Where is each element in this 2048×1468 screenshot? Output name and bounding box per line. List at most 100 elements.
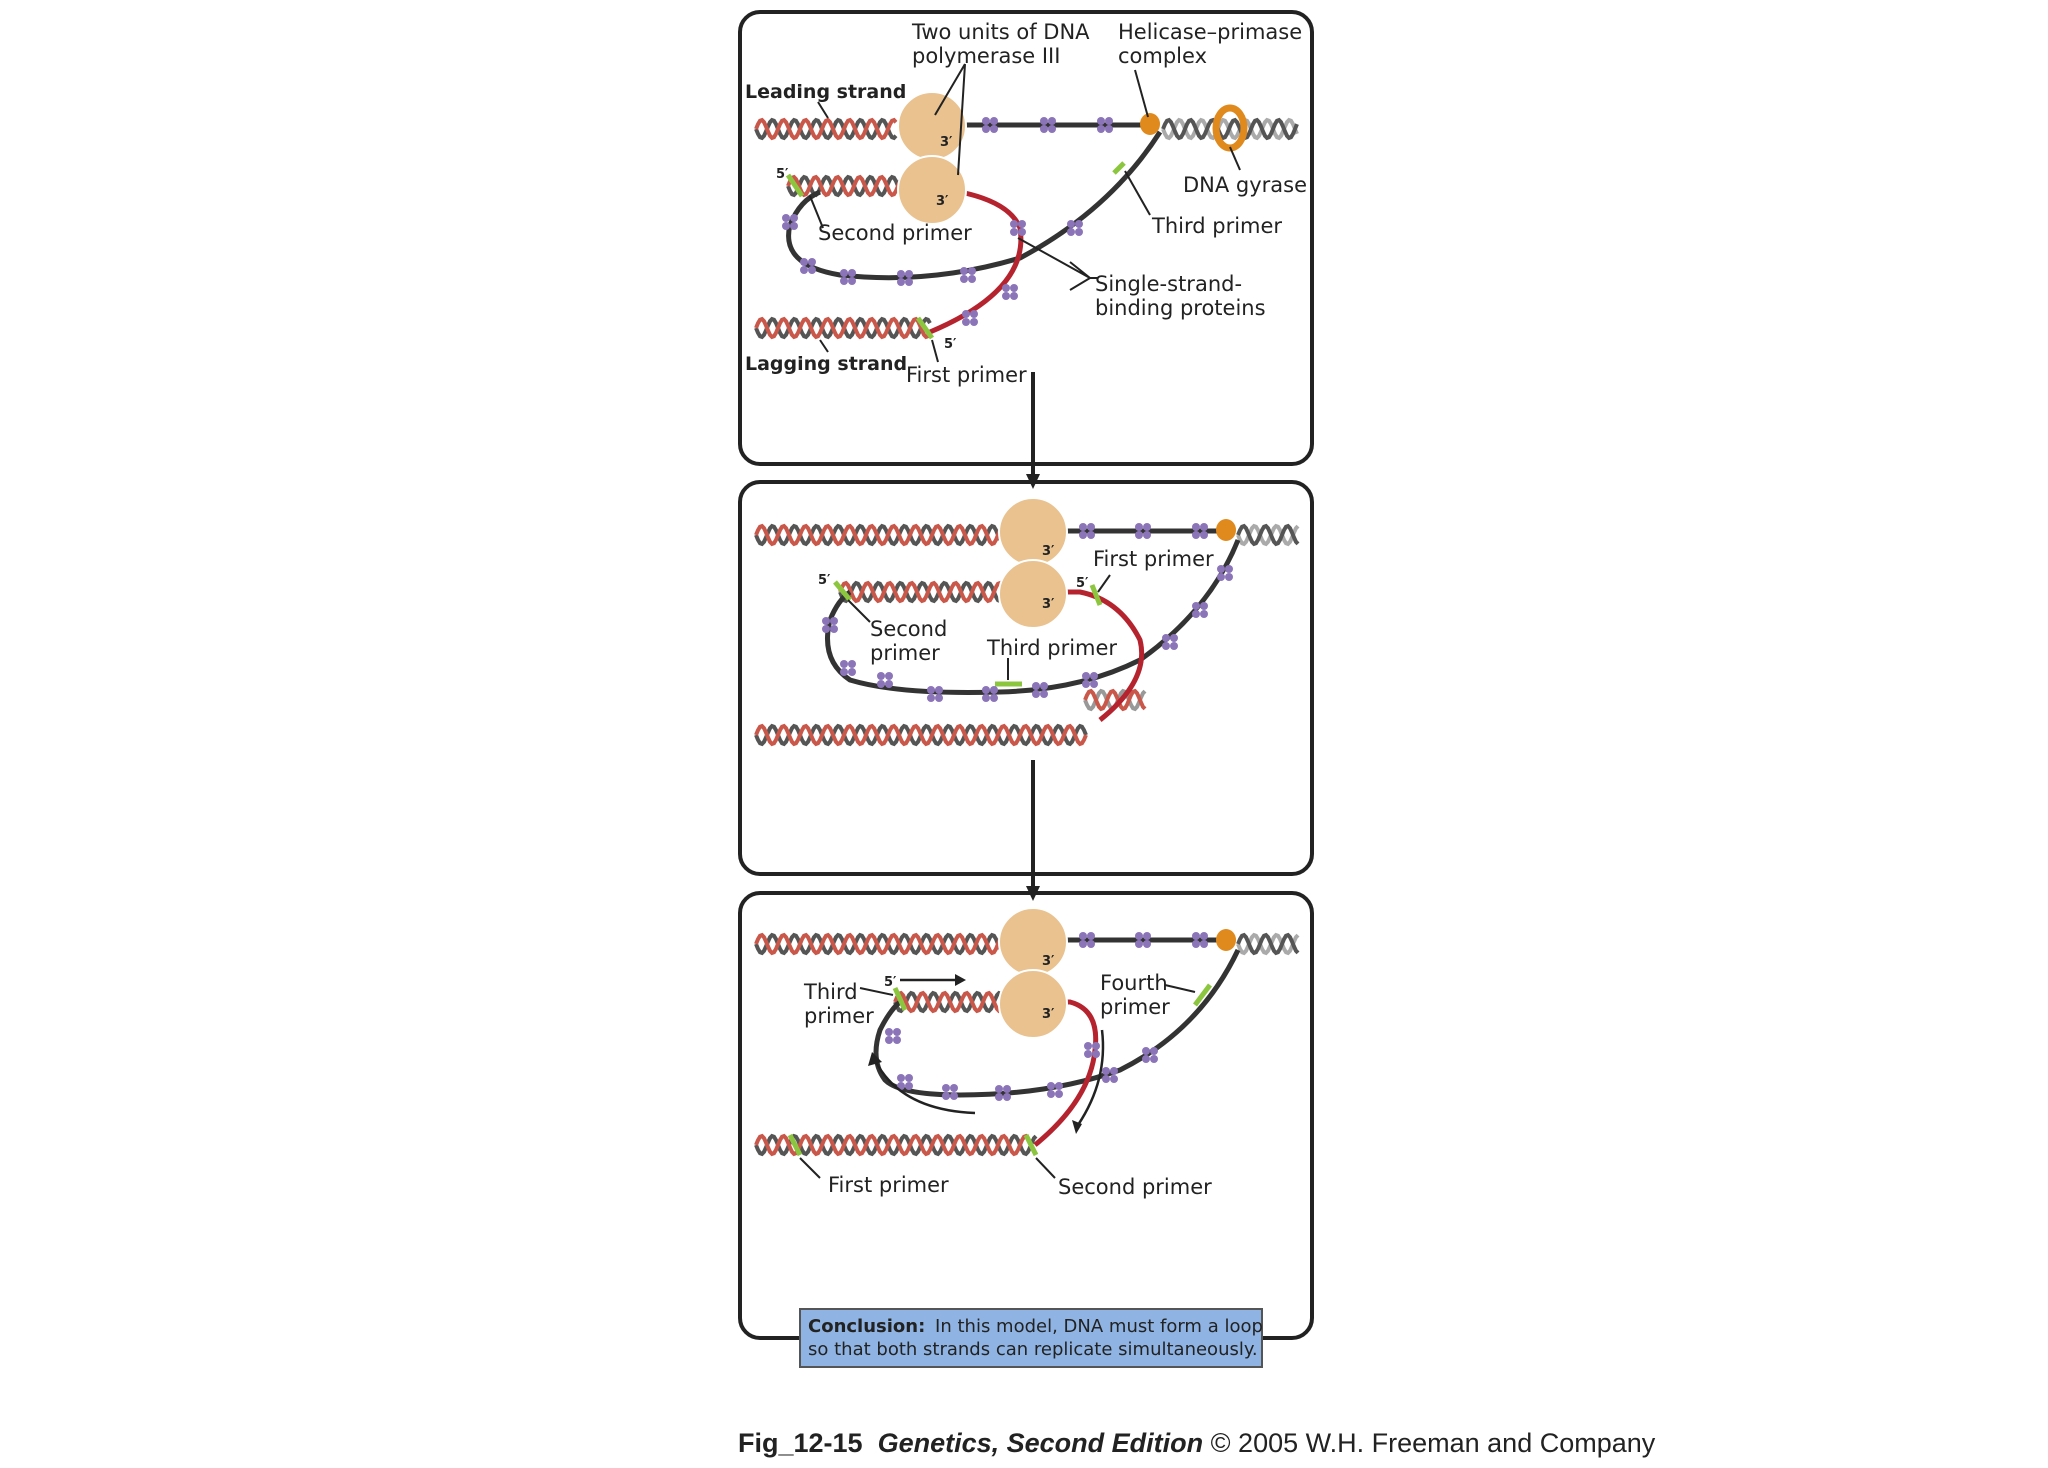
primer-icon: [1089, 584, 1103, 606]
leading-helix: [754, 117, 898, 141]
fourth-primer-label: primer: [1100, 995, 1170, 1019]
primer-icon: [892, 986, 908, 1012]
leading-helix: [754, 523, 1002, 547]
ssb-protein-icon: [800, 258, 816, 274]
lagging-template-loop: [786, 130, 1163, 281]
ssb-protein-icon: [877, 672, 893, 688]
fourth-primer-label: Fourth: [1100, 971, 1168, 995]
ssb-protein-icon: [1097, 117, 1113, 133]
polymerase-icon: [897, 91, 967, 161]
primer-icon: [833, 580, 852, 602]
primer-icon: [785, 173, 805, 198]
ssb-protein-icon: [885, 1028, 901, 1044]
lagging-template-loop: [825, 539, 1241, 695]
polymerase-label: polymerase III: [912, 44, 1060, 68]
ssb-protein-icon: [1192, 932, 1208, 948]
panel-2-frame: [738, 480, 1314, 876]
figure-caption: Fig_12-15 Genetics, Second Edition © 200…: [738, 1428, 1655, 1459]
parental-helix-right: [1236, 932, 1300, 956]
polymerase-icon: [998, 969, 1068, 1039]
third-primer-label: primer: [804, 1004, 874, 1028]
helicase-icon: [1216, 519, 1236, 541]
three-prime-label: 3′: [1042, 544, 1055, 559]
polymerase-icon: [998, 907, 1068, 977]
parental-helix-right: [1161, 117, 1299, 141]
five-prime-label: 5′: [776, 167, 789, 182]
polymerase-icon: [897, 155, 967, 225]
ssb-protein-icon: [1192, 523, 1208, 539]
lagging-helix-bottom: [754, 316, 932, 340]
ssb-protein-icon: [1079, 932, 1095, 948]
first-primer-label: First primer: [906, 363, 1027, 387]
leader-lines: [847, 574, 1111, 680]
primer-icon: [1112, 161, 1126, 175]
lagging-helix-bottom: [754, 1133, 1038, 1157]
ssb-protein-icon: [1192, 602, 1208, 618]
conclusion-text: Conclusion: In this model, DNA must form…: [808, 1316, 1263, 1337]
ssb-group: [885, 932, 1208, 1101]
ssb-protein-icon: [1217, 565, 1233, 581]
arrowhead-icon: [955, 974, 966, 986]
lagging-helix-top: [786, 174, 904, 198]
three-prime-label: 3′: [936, 194, 949, 209]
ssb-protein-icon: [1162, 634, 1178, 650]
first-primer-label: First primer: [828, 1173, 949, 1197]
polymerase-icon: [998, 497, 1068, 567]
helicase-icon: [1140, 113, 1160, 135]
lagging-template-loop: [873, 948, 1241, 1098]
panel-3: Third primer Fourth primer First primer …: [754, 907, 1300, 1199]
three-prime-label: 3′: [1042, 954, 1055, 969]
lagging-helix-bottom: [754, 723, 1088, 747]
panel-1: Two units of DNA polymerase III Helicase…: [745, 20, 1307, 387]
polymerase-icon: [998, 559, 1068, 629]
ssb-protein-icon: [782, 214, 798, 230]
three-prime-label: 3′: [1042, 1007, 1055, 1022]
ssb-protein-icon: [1010, 220, 1026, 236]
lagging-new-strand: [1005, 999, 1099, 1147]
ssb-protein-icon: [1135, 932, 1151, 948]
ssb-protein-icon: [982, 686, 998, 702]
ssb-label: Single-strand-: [1095, 272, 1242, 296]
first-primer-label: First primer: [1093, 547, 1214, 571]
ssb-protein-icon: [960, 267, 976, 283]
three-prime-label: 3′: [1042, 597, 1055, 612]
conclusion-box: Conclusion: In this model, DNA must form…: [799, 1308, 1263, 1368]
ssb-protein-icon: [927, 686, 943, 702]
three-prime-label: 3′: [940, 135, 953, 150]
ssb-group: [782, 117, 1113, 326]
flow-arrows: [1026, 372, 1040, 901]
ssb-protein-icon: [1002, 284, 1018, 300]
leading-strand-label: Leading strand: [745, 81, 906, 103]
leader-lines: [809, 63, 1241, 363]
second-primer-label: Second: [870, 617, 947, 641]
figure-number: Fig_12-15: [738, 1428, 863, 1458]
panel-2: First primer Second primer Third primer …: [754, 497, 1300, 747]
ssb-protein-icon: [840, 660, 856, 676]
conclusion-text-line2: so that both strands can replicate simul…: [808, 1339, 1258, 1360]
third-primer-label: Third: [803, 980, 858, 1004]
ssb-protein-icon: [942, 1084, 958, 1100]
third-primer-label: Third primer: [1151, 214, 1282, 238]
second-primer-label: Second primer: [1058, 1175, 1212, 1199]
polymerase-label: Two units of DNA: [911, 20, 1090, 44]
lagging-helix-top: [838, 580, 1006, 604]
primer-icon: [787, 1133, 803, 1157]
direction-arrows: [873, 978, 1105, 1126]
five-prime-label: 5′: [944, 337, 957, 352]
five-prime-label: 5′: [884, 975, 897, 990]
ssb-protein-icon: [1032, 682, 1048, 698]
ssb-protein-icon: [1084, 1042, 1100, 1058]
ssb-protein-icon: [995, 1085, 1011, 1101]
leader-lines: [799, 984, 1196, 1179]
gyrase-label: DNA gyrase: [1183, 173, 1307, 197]
ssb-protein-icon: [1142, 1047, 1158, 1063]
helicase-label: complex: [1118, 44, 1207, 68]
ssb-protein-icon: [1082, 672, 1098, 688]
lagging-strand-label: Lagging strand: [745, 353, 907, 375]
ssb-protein-icon: [1135, 523, 1151, 539]
panel-1-frame: [738, 10, 1314, 466]
primer-icon: [915, 316, 935, 340]
parental-helix-right: [1236, 523, 1300, 547]
ssb-protein-icon: [840, 269, 856, 285]
